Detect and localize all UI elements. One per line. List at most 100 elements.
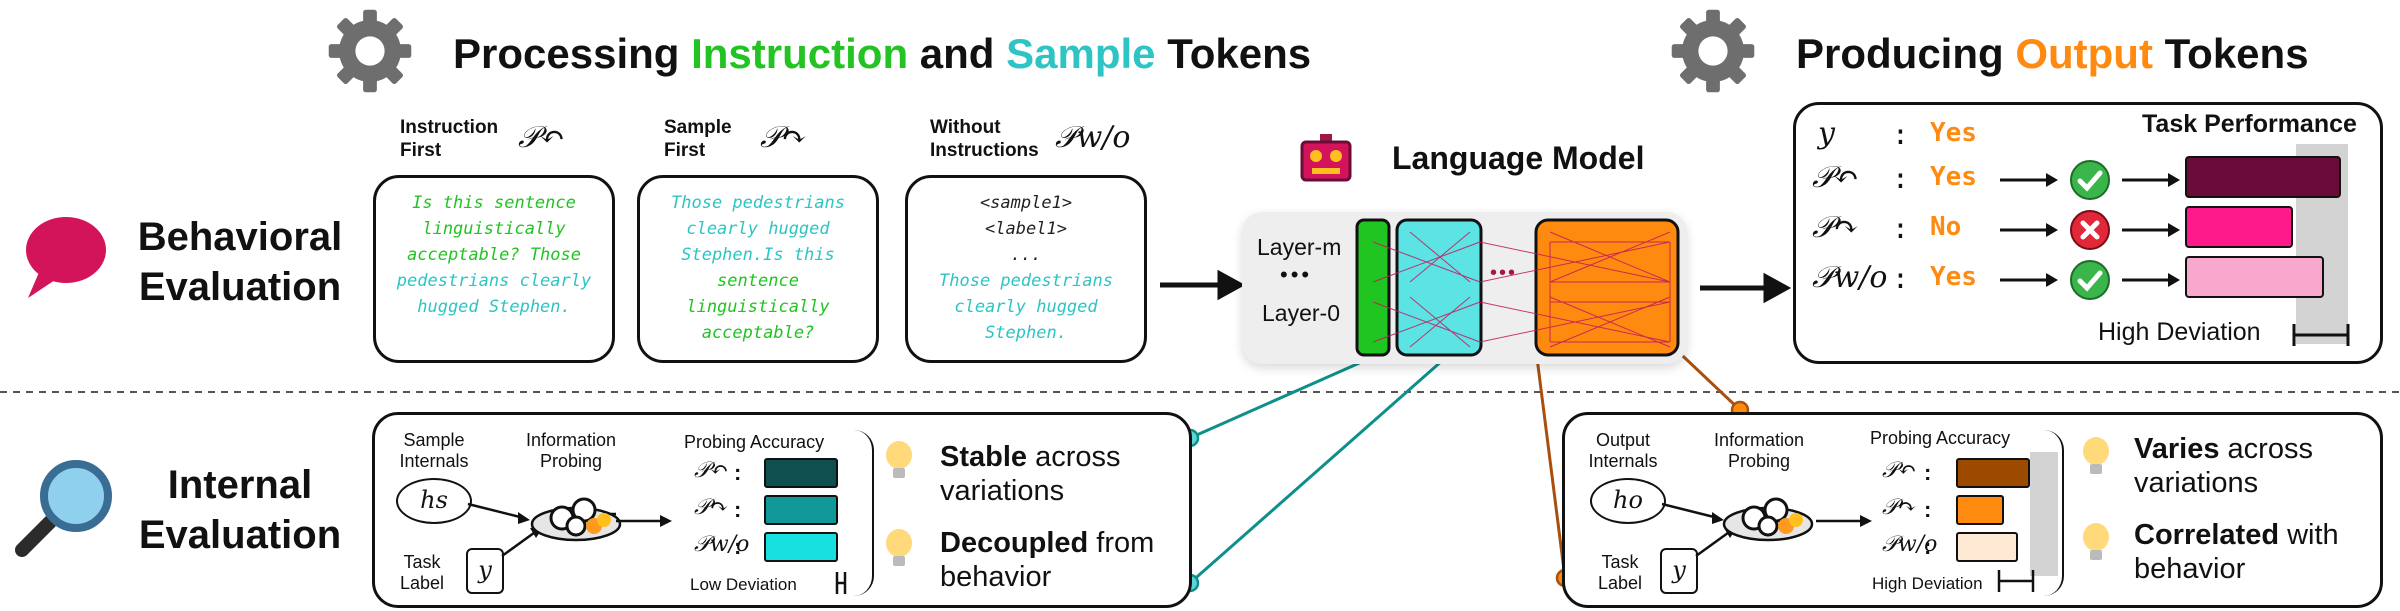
sample-token-column xyxy=(1395,218,1483,357)
probing-accuracy-title: Probing Accuracy xyxy=(1870,428,2011,448)
prompt-variant-symbol: 𝒫↷ xyxy=(760,120,807,155)
curly-brace-right xyxy=(2042,430,2064,596)
prompt-variant-symbol: 𝒫↶ xyxy=(518,120,565,155)
prompt-variant-symbol: 𝒫↷ xyxy=(1812,210,1859,245)
prompt-heading-line: Instructions xyxy=(930,140,1039,161)
prompt-text-line: Those pedestrians xyxy=(671,193,845,213)
prompt-variant-symbol: 𝒫w/o xyxy=(1882,532,1938,557)
prompt-text-line: ... xyxy=(1010,245,1042,265)
prompt-variant-symbol: 𝒫w/o xyxy=(1055,120,1131,155)
high-deviation-bracket xyxy=(2292,324,2350,346)
model-answer: Yes xyxy=(1930,262,1977,292)
task-performance-bar xyxy=(2185,156,2341,198)
attention-lines xyxy=(1372,231,1671,348)
high-deviation-label: High Deviation xyxy=(1872,574,1983,593)
prompt-variant-symbol: 𝒫↷ xyxy=(1882,495,1917,520)
row-colon: : xyxy=(1924,497,1932,522)
prompt-variant-symbol: 𝒫w/o xyxy=(694,532,750,557)
prompt-variant-symbol: 𝒫↶ xyxy=(694,458,729,483)
output-token-column xyxy=(1534,218,1680,357)
language-model-title: Language Model xyxy=(1392,140,1645,176)
prompt-text-line: Is this sentence xyxy=(412,193,576,213)
ground-truth-value: Yes xyxy=(1930,118,1977,148)
prompt-text-line: clearly hugged xyxy=(954,297,1098,317)
layer-dots: ••• xyxy=(1280,262,1313,287)
probe-gears-icon xyxy=(530,497,622,542)
prompt-text-line: Stephen. xyxy=(985,323,1067,343)
prompt-text-line: Stephen.Is this xyxy=(681,245,835,265)
prompt-heading-line: Without xyxy=(930,117,1001,138)
prompt-text-line: <label1> xyxy=(985,219,1067,239)
gear-icon xyxy=(1671,9,1755,93)
accuracy-column-shading xyxy=(2030,452,2058,576)
lightbulb-icon xyxy=(2082,522,2110,564)
prompt-text-line: pedestrians clearly xyxy=(396,271,592,291)
model-layers-diagram xyxy=(1355,218,1680,357)
probe-gears-icon xyxy=(1722,497,1814,542)
prompt-text-line: <sample1> xyxy=(979,193,1073,213)
task-label-label: Task Label xyxy=(399,552,445,593)
insight-decoupled: Decoupled from behavior xyxy=(940,527,1155,593)
prompt-heading-line: Sample xyxy=(664,117,732,138)
brown-link-bottom xyxy=(1533,341,1567,579)
probing-accuracy-bar xyxy=(764,495,838,525)
result-arrow xyxy=(2000,273,2180,287)
speech-bubble-icon xyxy=(26,217,106,298)
prompt-text-line: linguistically xyxy=(686,297,830,317)
prompt-text-line: linguistically xyxy=(422,219,566,239)
probing-accuracy-bar xyxy=(1956,495,2004,525)
task-performance-footer: High Deviation xyxy=(2098,318,2261,346)
instruction-token-column xyxy=(1355,218,1391,357)
check-icon xyxy=(2070,260,2110,300)
ground-truth-symbol: y xyxy=(1818,116,1835,151)
low-deviation-bracket xyxy=(835,572,847,594)
task-performance-header: Task Performance xyxy=(2142,110,2357,138)
prompt-variant-symbol: 𝒫↶ xyxy=(1882,458,1917,483)
prompt-heading-line: First xyxy=(400,140,442,161)
prompt-heading-line: Instruction xyxy=(400,117,499,138)
probing-accuracy-bar xyxy=(1956,532,2018,562)
to-accuracy-arrow xyxy=(616,515,672,527)
hidden-state-node: hs xyxy=(396,478,472,524)
prompt-variant-symbol: 𝒫↶ xyxy=(1812,160,1859,195)
low-deviation-label: Low Deviation xyxy=(690,575,797,594)
lightbulb-icon xyxy=(885,440,913,482)
prompt-text-line: sentence xyxy=(717,271,799,291)
magnifier-icon xyxy=(15,460,112,557)
robot-icon xyxy=(1300,134,1352,182)
row-colon: : xyxy=(1892,162,1909,195)
row-colon: : xyxy=(734,534,742,559)
ground-truth-colon: : xyxy=(1892,118,1909,151)
row-colon: : xyxy=(1892,262,1909,295)
information-probing-label: Information Probing xyxy=(1713,430,1805,471)
prompt-example-box: Is this sentence linguistically acceptable… xyxy=(373,175,615,363)
result-arrow xyxy=(2000,173,2180,187)
row-colon: : xyxy=(1924,460,1932,485)
model-answer: No xyxy=(1930,212,1962,242)
to-accuracy-arrow xyxy=(1816,515,1872,527)
task-label-node: y xyxy=(466,548,504,594)
row-colon: : xyxy=(1924,534,1932,559)
right-section-title: Producing Output Tokens xyxy=(1796,30,2309,77)
task-label-node: y xyxy=(1660,548,1698,594)
prompt-text-line: clearly hugged xyxy=(686,219,830,239)
prompt-text-line: acceptable? xyxy=(701,323,815,343)
result-arrow xyxy=(2000,223,2180,237)
insight-varies: Varies across variations xyxy=(2134,433,2313,499)
prompt-text-line: acceptable? Those xyxy=(407,245,581,265)
row-colon: : xyxy=(1892,212,1909,245)
model-mid-dots: ••• xyxy=(1490,262,1518,284)
insight-stable: Stable across variations xyxy=(940,441,1121,507)
prompt-text-line: hugged Stephen. xyxy=(417,297,571,317)
lightbulb-icon xyxy=(2082,436,2110,478)
output-state-node: ho xyxy=(1590,478,1666,524)
prompt-variant-symbol: 𝒫↷ xyxy=(694,495,729,520)
teal-link-bottom xyxy=(1189,343,1461,585)
arrowhead-prompts-to-model xyxy=(1217,269,1246,301)
layer-top-label: Layer-m xyxy=(1257,234,1342,260)
information-probing-label: Information Probing xyxy=(525,430,617,471)
